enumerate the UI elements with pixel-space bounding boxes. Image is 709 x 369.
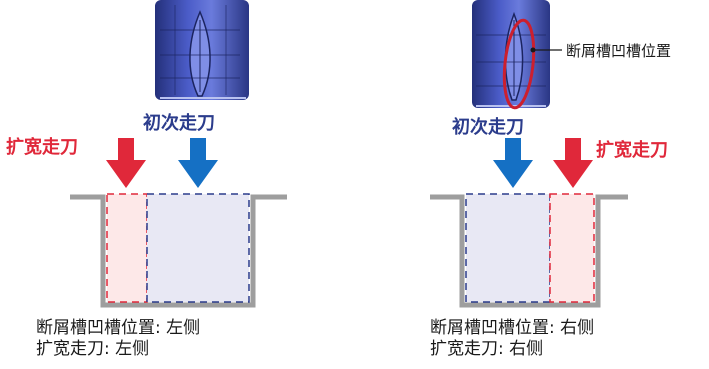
label-expand-pass-right: 扩宽走刀 [596,140,668,161]
callout-leader [530,47,562,53]
caption-left-line1: 断屑槽凹槽位置: 左侧 [36,318,201,338]
label-expand-pass-left: 扩宽走刀 [6,137,78,158]
groove-profile-right [430,194,628,308]
caption-right-line2: 扩宽走刀: 右侧 [430,339,544,359]
label-first-pass-right: 初次走刀 [452,117,524,138]
caption-left: 断屑槽凹槽位置: 左侧 扩宽走刀: 左侧 [36,318,200,360]
callout-chipbreaker: 断屑槽凹槽位置 [566,42,672,60]
arrow-down-red-right-icon [553,138,593,188]
arrow-down-red-left-icon [106,138,146,188]
label-first-pass-left: 初次走刀 [143,113,215,134]
groove-profile-left [70,194,287,308]
chipbreaker-highlight [502,18,536,110]
caption-right-line1: 断屑槽凹槽位置: 右侧 [430,318,595,338]
first-pass-right [465,193,551,303]
tool-insert-right-icon [472,0,550,108]
arrow-down-blue-left-icon [178,138,218,188]
first-pass-left [146,193,250,303]
tool-insert-left-icon [155,0,249,100]
caption-right: 断屑槽凹槽位置: 右侧 扩宽走刀: 右侧 [430,318,594,360]
arrow-down-blue-right-icon [493,138,533,188]
expand-pass-right [549,193,595,303]
caption-left-line2: 扩宽走刀: 左侧 [36,339,150,359]
expand-pass-left [106,193,148,303]
